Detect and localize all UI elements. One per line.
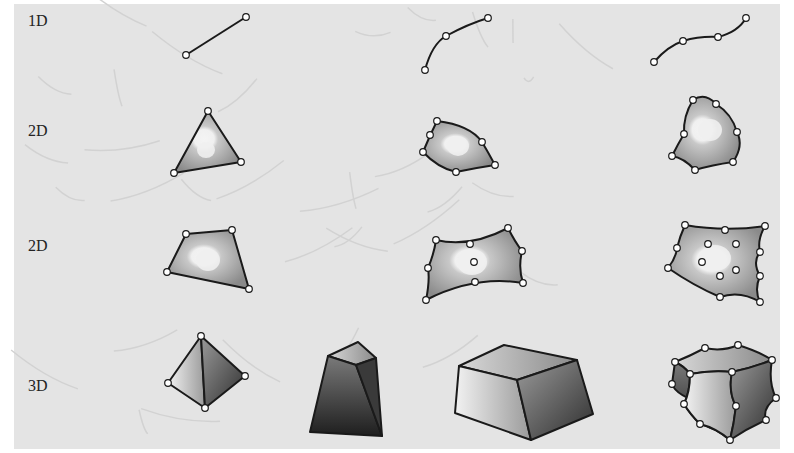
element-node <box>422 67 429 74</box>
element-node <box>733 267 740 274</box>
paper-texture <box>394 200 460 244</box>
paper-texture <box>300 188 379 211</box>
element-node <box>443 33 450 40</box>
element-node <box>730 159 737 166</box>
element-node <box>727 437 734 444</box>
element-node <box>519 248 526 255</box>
paper-texture <box>56 187 85 200</box>
element-node <box>734 129 741 136</box>
element-node <box>238 159 245 166</box>
element-node <box>699 259 706 266</box>
paper-texture <box>428 187 462 212</box>
element-node <box>681 401 688 408</box>
element-node <box>697 421 704 428</box>
element-node <box>713 101 720 108</box>
paper-texture <box>334 227 361 247</box>
element-node <box>171 170 178 177</box>
element-node <box>505 225 512 232</box>
paper-texture <box>472 183 513 197</box>
element-node <box>427 132 434 139</box>
paper-texture <box>139 410 148 434</box>
element-node <box>692 167 699 174</box>
element-node <box>687 371 694 378</box>
element-node <box>229 227 236 234</box>
element-node <box>717 273 724 280</box>
element-node <box>205 108 212 115</box>
element-node <box>472 279 479 286</box>
paper-texture <box>114 330 177 351</box>
element-node <box>425 265 432 272</box>
element-node <box>485 15 492 22</box>
element-node <box>715 34 722 41</box>
paper-texture <box>408 8 436 21</box>
element-node <box>520 280 527 287</box>
element-node <box>681 131 688 138</box>
element-node <box>743 15 750 22</box>
element-node <box>682 222 689 229</box>
element-node <box>669 153 676 160</box>
element-node <box>492 162 499 169</box>
element-node <box>246 286 253 293</box>
element-node <box>674 245 681 252</box>
paper-texture <box>84 141 159 151</box>
element-node <box>763 417 770 424</box>
element-node <box>680 38 687 45</box>
paper-texture <box>524 77 534 82</box>
element-node <box>183 231 190 238</box>
element-node <box>198 333 205 340</box>
paper-texture <box>80 0 147 26</box>
element-node <box>164 269 171 276</box>
element-node <box>420 149 427 156</box>
element-node <box>479 139 486 146</box>
element-node <box>729 369 736 376</box>
paper-texture <box>25 145 68 163</box>
element-node <box>471 259 478 266</box>
paper-texture <box>38 76 71 94</box>
element-node <box>690 97 697 104</box>
element-node <box>672 359 679 366</box>
paper-texture <box>355 31 390 36</box>
element-node <box>717 294 724 301</box>
element-node <box>757 299 764 306</box>
element-node <box>722 227 729 234</box>
paper-texture <box>217 161 284 199</box>
element-node <box>705 241 712 248</box>
element-node <box>651 59 658 66</box>
element-node <box>183 52 190 59</box>
element-node <box>757 273 764 280</box>
paper-texture <box>218 79 257 112</box>
element-node <box>202 405 209 412</box>
paper-texture <box>111 173 184 201</box>
paper-texture <box>141 409 220 422</box>
dimension-label: 2D <box>28 238 48 254</box>
element-node <box>467 241 474 248</box>
element-node <box>669 381 676 388</box>
element-node <box>434 118 441 125</box>
paper-texture <box>350 172 356 209</box>
paper-texture <box>559 24 613 69</box>
element-node <box>433 237 440 244</box>
paper-texture <box>512 19 514 43</box>
element-node <box>702 345 709 352</box>
element-node <box>242 373 249 380</box>
element-node <box>453 169 460 176</box>
element-node <box>733 241 740 248</box>
dimension-label: 2D <box>28 123 48 139</box>
element-node <box>735 342 742 349</box>
dimension-label: 1D <box>28 13 48 29</box>
paper-texture <box>181 179 211 200</box>
dimension-label: 3D <box>28 378 48 394</box>
element-node <box>773 395 780 402</box>
element-node <box>733 403 740 410</box>
element-node <box>762 223 769 230</box>
paper-texture <box>114 69 122 106</box>
element-node <box>243 14 250 21</box>
element-node <box>665 265 672 272</box>
element-node <box>165 380 172 387</box>
element-node <box>423 297 430 304</box>
element-node <box>769 357 776 364</box>
element-node <box>757 249 764 256</box>
